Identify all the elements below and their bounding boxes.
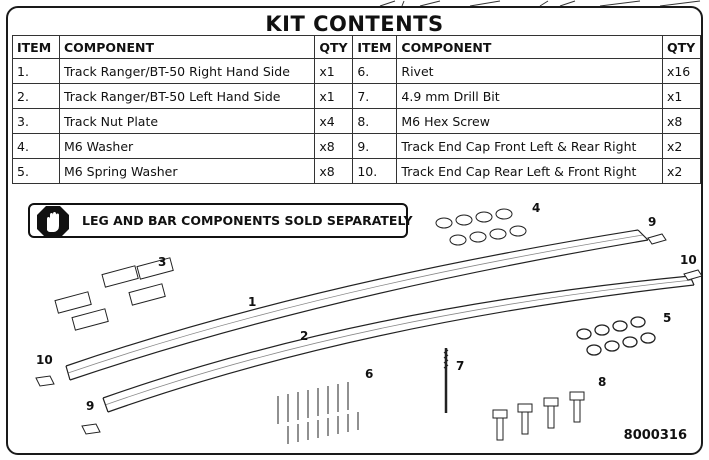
header-component: COMPONENT bbox=[58, 35, 316, 59]
item-number: 10. bbox=[352, 158, 398, 184]
component-name: Track Nut Plate bbox=[58, 108, 316, 134]
component-name: Track End Cap Front Left & Rear Right bbox=[396, 133, 663, 159]
callout-2: 2 bbox=[300, 329, 308, 343]
callout-9-bottom: 9 bbox=[86, 399, 94, 413]
m6-spring-washers bbox=[576, 316, 656, 356]
item-number: 9. bbox=[352, 133, 398, 159]
item-number: 3. bbox=[12, 108, 60, 134]
quantity: x2 bbox=[661, 158, 701, 184]
stop-hand-octagon-icon bbox=[37, 206, 69, 238]
quantity: x8 bbox=[314, 158, 354, 184]
component-name: 4.9 mm Drill Bit bbox=[396, 83, 663, 109]
table-row: 5. M6 Spring Washer x8 10. Track End Cap… bbox=[12, 158, 701, 184]
callout-5: 5 bbox=[663, 311, 671, 325]
table-row: 4. M6 Washer x8 9. Track End Cap Front L… bbox=[12, 133, 701, 159]
quantity: x8 bbox=[314, 133, 354, 159]
callout-3: 3 bbox=[158, 255, 166, 269]
item-number: 8. bbox=[352, 108, 398, 134]
component-name: Rivet bbox=[396, 58, 663, 84]
component-name: M6 Hex Screw bbox=[396, 108, 663, 134]
header-item: ITEM bbox=[352, 35, 398, 59]
callout-1: 1 bbox=[248, 295, 256, 309]
component-name: Track Ranger/BT-50 Right Hand Side bbox=[58, 58, 316, 84]
header-component: COMPONENT bbox=[396, 35, 663, 59]
callout-4: 4 bbox=[532, 201, 540, 215]
quantity: x8 bbox=[661, 108, 701, 134]
callout-9-top: 9 bbox=[648, 215, 656, 229]
component-name: Track End Cap Rear Left & Front Right bbox=[396, 158, 663, 184]
item-number: 2. bbox=[12, 83, 60, 109]
kit-title: KIT CONTENTS bbox=[265, 12, 444, 36]
header-qty: QTY bbox=[661, 35, 701, 59]
item-number: 4. bbox=[12, 133, 60, 159]
m6-hex-screws bbox=[492, 391, 585, 441]
part-number: 8000316 bbox=[623, 428, 687, 443]
item-number: 5. bbox=[12, 158, 60, 184]
callout-7: 7 bbox=[456, 359, 464, 373]
table-row: 3. Track Nut Plate x4 8. M6 Hex Screw x8 bbox=[12, 108, 701, 134]
callout-10-bottom: 10 bbox=[36, 353, 53, 367]
warning-text: LEG AND BAR COMPONENTS SOLD SEPARATELY bbox=[82, 213, 413, 228]
header-item: ITEM bbox=[12, 35, 60, 59]
callout-10-top: 10 bbox=[680, 253, 697, 267]
warning-box bbox=[28, 203, 408, 238]
m6-washers bbox=[435, 208, 527, 246]
kit-contents-table: ITEM COMPONENT QTY ITEM COMPONENT QTY 1.… bbox=[12, 35, 701, 184]
quantity: x16 bbox=[661, 58, 701, 84]
component-name: Track Ranger/BT-50 Left Hand Side bbox=[58, 83, 316, 109]
item-number: 1. bbox=[12, 58, 60, 84]
item-number: 6. bbox=[352, 58, 398, 84]
table-row: 2. Track Ranger/BT-50 Left Hand Side x1 … bbox=[12, 83, 701, 109]
quantity: x1 bbox=[314, 58, 354, 84]
rivets bbox=[277, 382, 359, 444]
components-diagram: 1 2 3 4 5 6 7 8 9 9 10 10 bbox=[35, 201, 701, 444]
track-end-caps bbox=[35, 233, 701, 435]
quantity: x4 bbox=[314, 108, 354, 134]
callout-8: 8 bbox=[598, 375, 606, 389]
quantity: x1 bbox=[661, 83, 701, 109]
kit-contents-sheet: KIT CONTENTS ITEM COMPONENT QTY ITEM COM… bbox=[6, 6, 703, 455]
component-name: M6 Washer bbox=[58, 133, 316, 159]
callout-6: 6 bbox=[365, 367, 373, 381]
track-nut-plates bbox=[54, 257, 174, 331]
quantity: x2 bbox=[661, 133, 701, 159]
item-number: 7. bbox=[352, 83, 398, 109]
table-row: 1. Track Ranger/BT-50 Right Hand Side x1… bbox=[12, 58, 701, 84]
component-name: M6 Spring Washer bbox=[58, 158, 316, 184]
track-rail-right bbox=[65, 229, 649, 381]
table-header-row: ITEM COMPONENT QTY ITEM COMPONENT QTY bbox=[12, 35, 701, 59]
header-qty: QTY bbox=[314, 35, 354, 59]
quantity: x1 bbox=[314, 83, 354, 109]
top-decoration bbox=[379, 0, 701, 7]
drill-bit bbox=[443, 348, 449, 413]
